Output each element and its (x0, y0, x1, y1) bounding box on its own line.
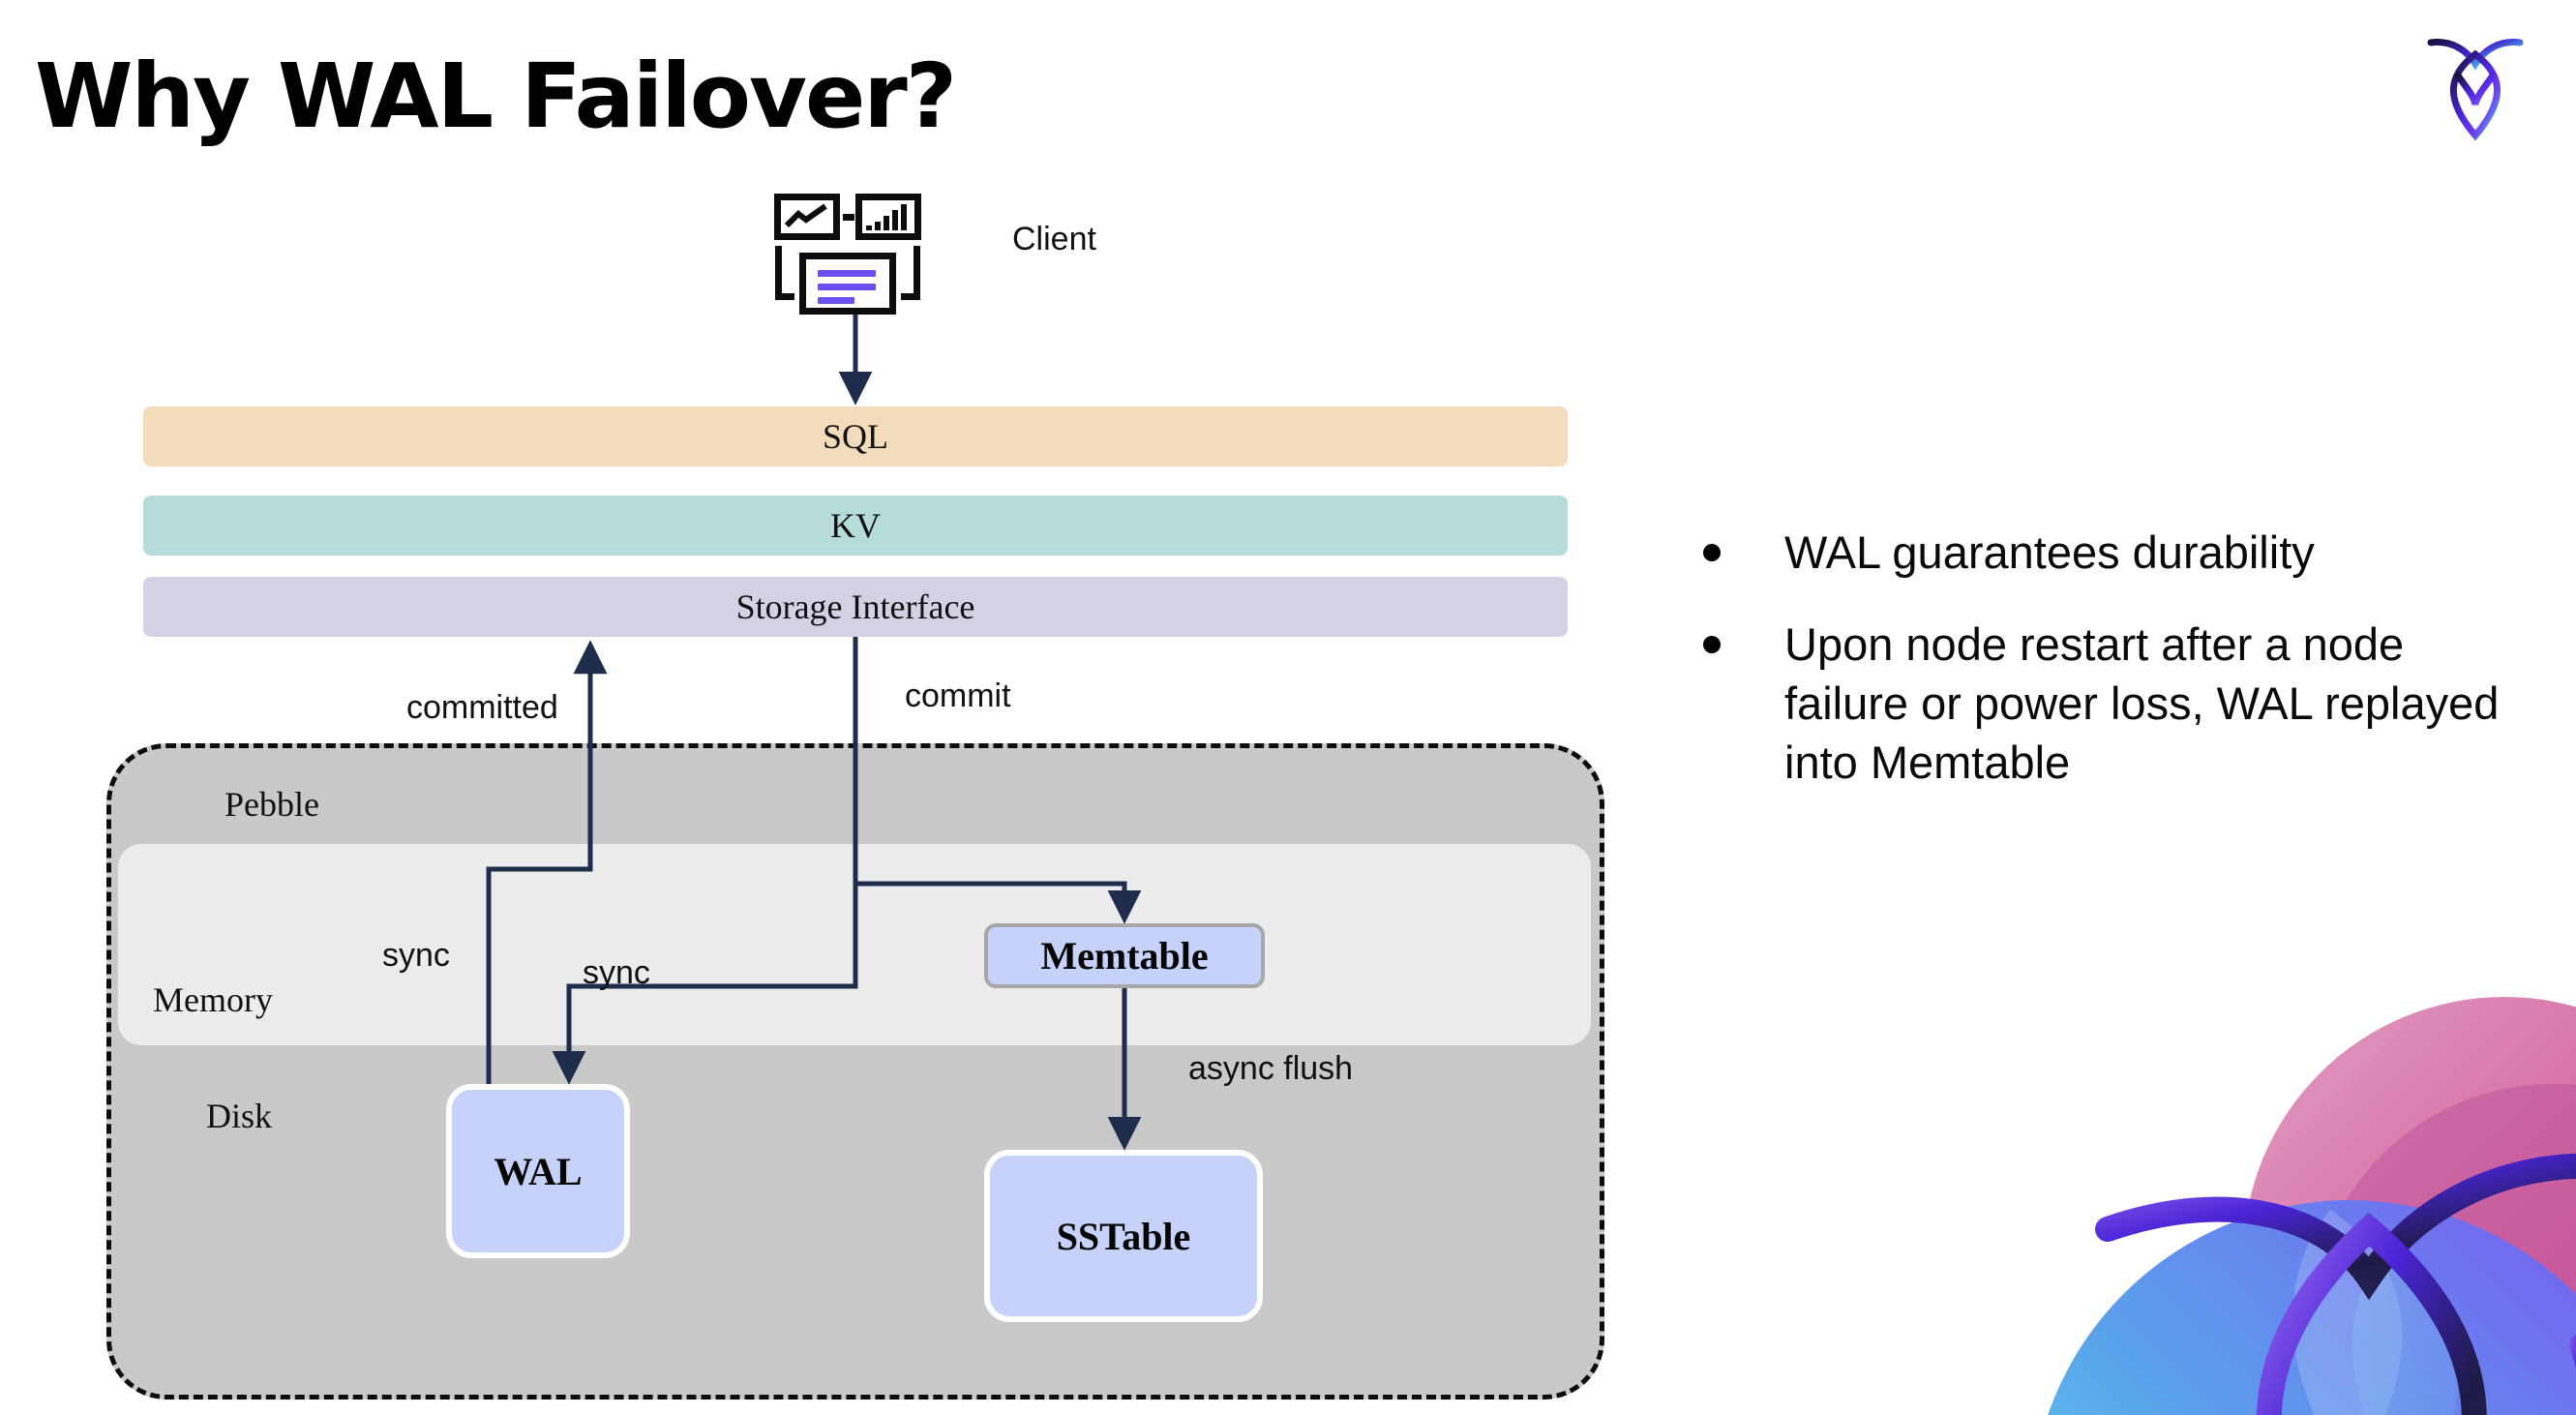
node-memtable-label: Memtable (1040, 934, 1209, 978)
node-wal: WAL (446, 1084, 630, 1258)
layer-bar-storage-interface: Storage Interface (143, 577, 1568, 637)
bar-chart-icon (855, 194, 921, 240)
layer-bar-sql-label: SQL (822, 417, 888, 456)
list-item: WAL guarantees durability (1703, 523, 2526, 582)
client-label: Client (1012, 221, 1096, 257)
node-sstable-label: SSTable (1056, 1214, 1191, 1258)
document-icon (799, 253, 896, 315)
layer-bar-kv-label: KV (830, 506, 881, 545)
node-memtable: Memtable (984, 923, 1265, 988)
node-wal-label: WAL (494, 1149, 583, 1193)
bullet-text: WAL guarantees durability (1784, 527, 2315, 578)
pebble-container (106, 743, 1604, 1400)
bullet-list: WAL guarantees durability Upon node rest… (1703, 523, 2526, 825)
layer-bar-storage-interface-label: Storage Interface (735, 587, 975, 626)
memory-region (118, 844, 1591, 1045)
edge-label-sync-2: sync (583, 954, 650, 991)
list-item: Upon node restart after a node failure o… (1703, 615, 2526, 792)
memory-label: Memory (153, 980, 273, 1019)
bullet-dot-icon (1703, 636, 1721, 654)
layer-bar-kv: KV (143, 496, 1568, 556)
bullet-dot-icon (1703, 544, 1721, 561)
edge-label-commit: commit (905, 677, 1011, 714)
edge-label-async-flush: async flush (1188, 1050, 1354, 1087)
bracket-left-icon (775, 246, 794, 300)
client-dashboard-icon (774, 194, 929, 315)
edge-label-committed: committed (406, 689, 558, 726)
cockroachdb-watermark (1962, 939, 2576, 1415)
layer-bar-sql: SQL (143, 406, 1568, 467)
bullet-text: Upon node restart after a node failure o… (1784, 618, 2500, 789)
dash-separator-icon (843, 214, 854, 221)
line-chart-icon (774, 194, 840, 240)
edge-label-sync-1: sync (382, 937, 450, 974)
pebble-label: Pebble (225, 785, 319, 824)
page-title: Why WAL Failover? (35, 45, 957, 148)
disk-label: Disk (206, 1097, 273, 1135)
node-sstable: SSTable (984, 1150, 1263, 1322)
cockroachdb-logo (2417, 27, 2533, 143)
bracket-right-icon (901, 246, 920, 300)
